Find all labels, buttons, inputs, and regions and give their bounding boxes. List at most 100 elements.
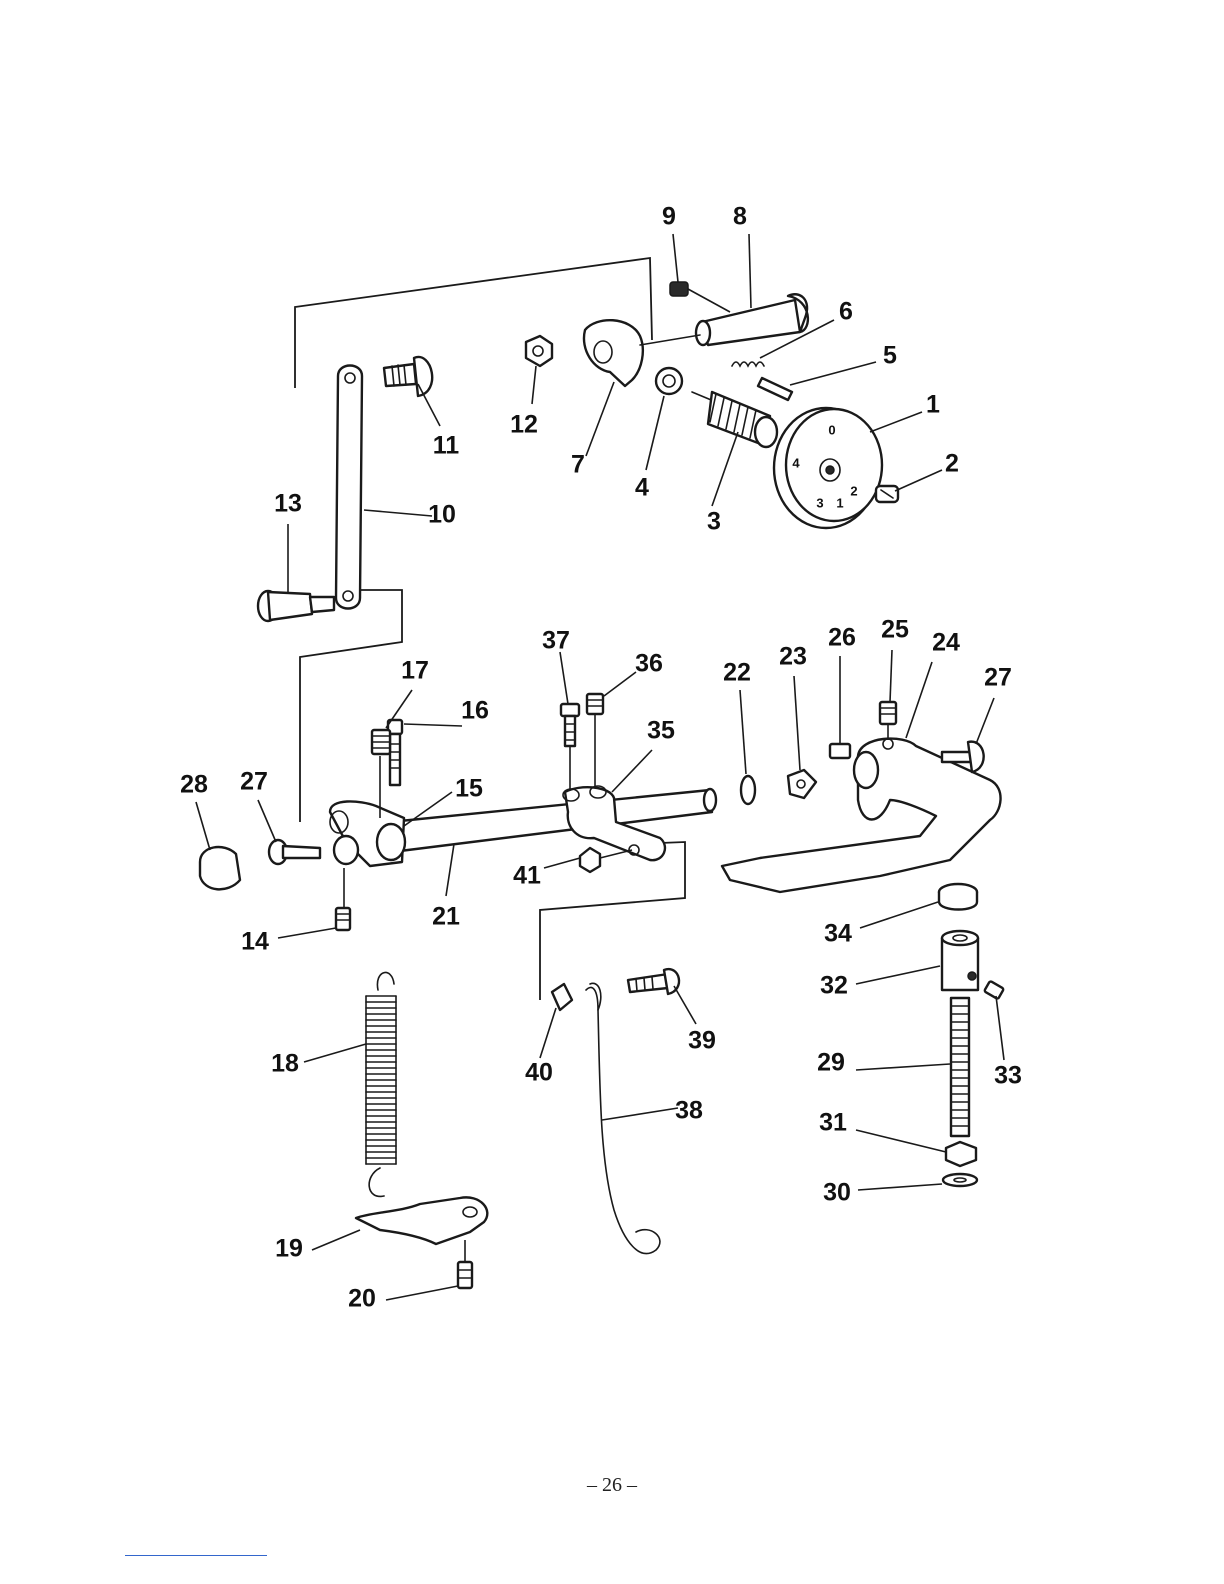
leader-2: [895, 470, 942, 491]
leader-35: [612, 750, 652, 792]
callout-22: 22: [723, 659, 751, 687]
leader-24: [906, 662, 932, 738]
leader-1: [870, 412, 922, 432]
callout-27-left: 27: [240, 768, 268, 796]
callout-13: 13: [274, 490, 302, 518]
callout-12: 12: [510, 411, 538, 439]
leader-18: [304, 1044, 366, 1062]
part-17-set-screw: [372, 730, 390, 754]
callout-33: 33: [994, 1062, 1022, 1090]
leader-8: [749, 234, 751, 308]
callout-4: 4: [635, 474, 649, 502]
part-30-washer: [943, 1174, 977, 1186]
leader-9: [673, 234, 678, 282]
leader-21: [446, 844, 454, 896]
part-9-set-screw: [670, 282, 688, 296]
leader-31: [856, 1130, 946, 1152]
callout-30: 30: [823, 1179, 851, 1207]
dial-number-1: 1: [836, 495, 843, 510]
part-23-plate-nut: [788, 770, 816, 798]
callout-3: 3: [707, 508, 721, 536]
leader-39: [674, 986, 696, 1024]
part-10-link: [336, 366, 362, 609]
callout-36: 36: [635, 650, 663, 678]
callout-15: 15: [455, 775, 483, 803]
callout-34: 34: [824, 920, 852, 948]
leader-25: [890, 650, 892, 702]
footer-link-underline[interactable]: [125, 1555, 267, 1556]
leader-28: [196, 802, 210, 850]
part-28-knob: [200, 847, 240, 889]
leader-33: [996, 996, 1004, 1060]
part-20-screw: [458, 1262, 472, 1288]
callout-35: 35: [647, 717, 675, 745]
leader-29: [856, 1064, 950, 1070]
part-26-set-screw: [830, 744, 850, 758]
callout-28: 28: [180, 771, 208, 799]
callout-5: 5: [883, 342, 897, 370]
part-3-threaded-shaft: [692, 392, 777, 447]
part-4-washer: [656, 368, 682, 394]
leader-9b: [688, 289, 730, 312]
leader-19: [312, 1230, 360, 1250]
leader-32: [856, 966, 940, 984]
part-11-shoulder-screw: [384, 357, 432, 396]
dial-number-2: 2: [850, 483, 857, 498]
part-34-cap: [939, 884, 977, 910]
dial-number-4: 4: [792, 455, 800, 470]
leader-12: [532, 366, 536, 404]
part-40-nut-plate: [552, 984, 572, 1010]
part-13-shoulder-screw: [258, 591, 334, 621]
callout-16: 16: [461, 697, 489, 725]
callout-29: 29: [817, 1049, 845, 1077]
callout-37: 37: [542, 627, 570, 655]
leader-7: [586, 382, 614, 456]
callout-32: 32: [820, 972, 848, 1000]
part-7-cam: [584, 320, 700, 386]
group-frame-left: [300, 590, 402, 822]
callout-23: 23: [779, 643, 807, 671]
leader-23: [794, 676, 800, 770]
part-6-small-spring: [732, 362, 764, 366]
page-number: – 26 –: [0, 1474, 1224, 1497]
part-29-threaded-rod: [951, 998, 969, 1136]
part-33-set-screw: [984, 981, 1004, 999]
part-12-nut: [526, 336, 552, 366]
callout-38: 38: [675, 1097, 703, 1125]
leader-4: [646, 396, 664, 470]
callout-9: 9: [662, 203, 676, 231]
leader-5: [790, 362, 876, 385]
part-25-set-screw: [880, 702, 896, 724]
part-32-collar: [942, 931, 978, 990]
part-41-nut: [580, 848, 600, 872]
callout-26: 26: [828, 624, 856, 652]
part-27-screw-left: [269, 836, 358, 864]
leader-36: [604, 672, 636, 696]
callout-40: 40: [525, 1059, 553, 1087]
leader-22: [740, 690, 746, 774]
callout-25: 25: [881, 616, 909, 644]
callout-24: 24: [932, 629, 960, 657]
part-14-screw: [336, 908, 350, 930]
part-2-dial-screw: [876, 486, 898, 502]
callout-39: 39: [688, 1027, 716, 1055]
callout-31: 31: [819, 1109, 847, 1137]
leader-30: [858, 1184, 942, 1190]
part-38-lever-rod: [586, 983, 660, 1253]
part-19-spring-plate: [356, 1197, 487, 1244]
dial-number-0: 0: [828, 422, 835, 437]
leader-3: [712, 432, 738, 506]
leader-20: [386, 1286, 458, 1300]
leader-41: [544, 858, 580, 868]
leader-38: [602, 1108, 678, 1120]
callout-2: 2: [945, 450, 959, 478]
leader-40: [540, 1008, 556, 1058]
callout-20: 20: [348, 1285, 376, 1313]
callout-6: 6: [839, 298, 853, 326]
part-39-screw: [628, 969, 679, 994]
leader-10: [364, 510, 432, 516]
callout-41: 41: [513, 862, 541, 890]
leader-16: [404, 724, 462, 726]
